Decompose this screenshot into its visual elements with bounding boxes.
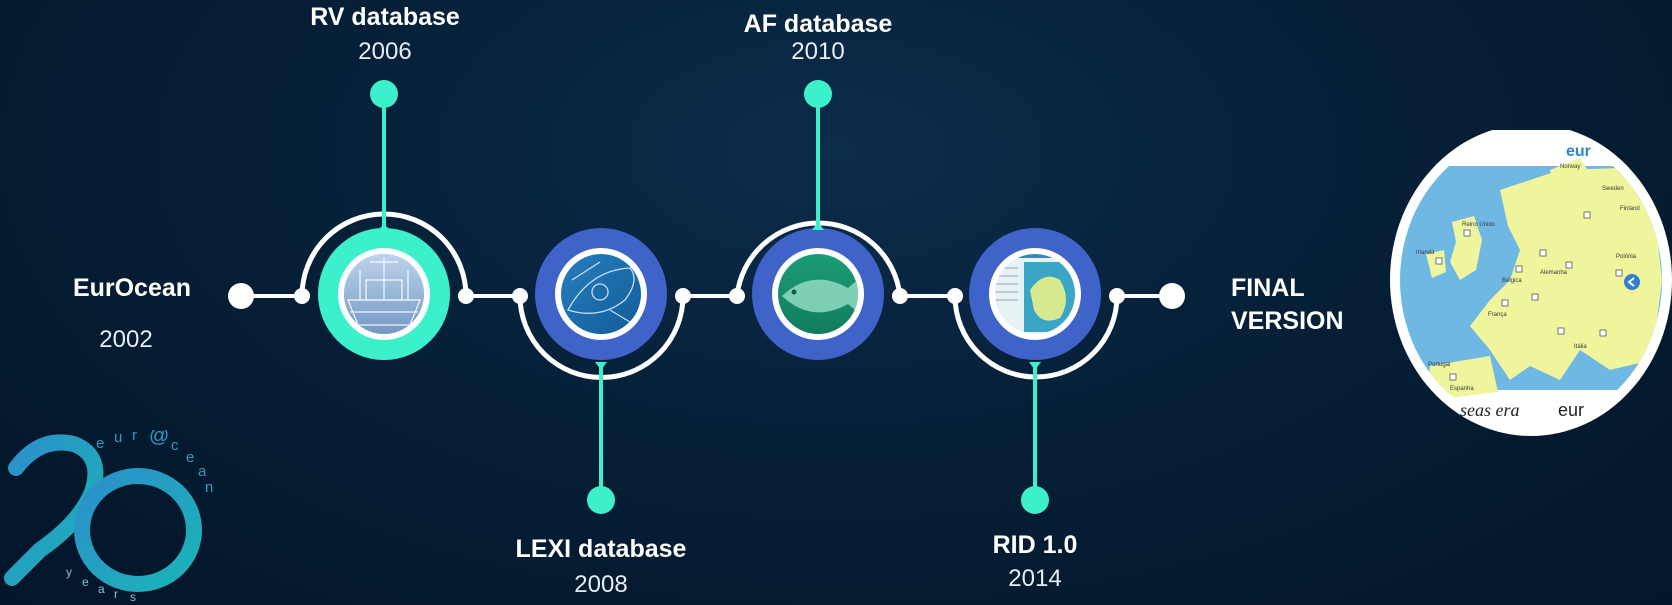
logo-years-letters: y e a r s: [66, 565, 136, 604]
rv-title: RV database: [310, 3, 460, 31]
svg-text:Sweden: Sweden: [1602, 186, 1624, 192]
logo-letter-1: u: [114, 430, 122, 446]
eurocean-year: 2002: [99, 326, 153, 353]
rid-title: RID 1.0: [992, 531, 1078, 559]
rid-year: 2014: [1008, 565, 1062, 592]
svg-text:Norway: Norway: [1560, 164, 1580, 170]
svg-text:e: e: [82, 575, 89, 589]
af-year: 2010: [791, 38, 845, 65]
lexi-title: LEXI database: [515, 535, 687, 563]
af-title: AF database: [743, 10, 893, 38]
node-af: [729, 80, 908, 360]
logo-letter-0: e: [96, 435, 104, 452]
svg-text:França: França: [1488, 312, 1507, 318]
rv-year: 2006: [358, 38, 412, 65]
ship-icon: [344, 254, 424, 334]
svg-text:Alemanha: Alemanha: [1540, 270, 1568, 276]
eurocean-title: EurOcean: [72, 274, 192, 302]
final-line-2: VERSION: [1231, 307, 1344, 335]
svg-text:y: y: [66, 565, 72, 579]
logo-arc-letters: e u r @ c e a n: [96, 430, 213, 496]
svg-text:Itália: Itália: [1574, 344, 1587, 350]
map-brand-top: eur: [1566, 143, 1591, 160]
logo-letter-4: c: [171, 437, 179, 454]
start-dot: [228, 283, 254, 309]
end-dot: [1159, 283, 1185, 309]
map-footer-eurocean: eur: [1558, 400, 1584, 420]
svg-text:s: s: [130, 590, 136, 604]
logo-number-20: [4, 434, 202, 592]
lexi-year: 2008: [574, 571, 628, 598]
svg-text:Polónia: Polónia: [1616, 254, 1637, 260]
logo-letter-3: @: [149, 430, 169, 447]
svg-text:a: a: [98, 582, 105, 596]
map-nav-arrow-icon[interactable]: [1624, 274, 1640, 290]
final-version-map: Norway Sweden Finland Irlanda Reino Unid…: [1390, 130, 1672, 436]
submarine-icon: [561, 254, 641, 334]
svg-text:Irlanda: Irlanda: [1416, 250, 1435, 256]
logo-letter-7: n: [205, 479, 213, 496]
svg-text:Reino Unido: Reino Unido: [1462, 222, 1496, 228]
svg-text:Finland: Finland: [1620, 206, 1640, 212]
svg-text:r: r: [114, 587, 118, 601]
final-line-1: FINAL: [1231, 274, 1305, 302]
svg-text:Portugal: Portugal: [1428, 362, 1450, 368]
svg-text:Espanha: Espanha: [1450, 386, 1474, 392]
logo-letter-5: e: [186, 449, 194, 466]
node-lexi: [512, 228, 691, 514]
logo-letter-6: a: [198, 463, 207, 480]
logo-letter-2: r: [132, 430, 137, 444]
eurocean-20-years-logo: e u r @ c e a n y e a r s: [4, 430, 213, 604]
node-rid: [947, 228, 1125, 514]
svg-text:Bélgica: Bélgica: [1502, 278, 1522, 284]
node-rv: [294, 80, 474, 360]
map-footer-seas-era: seas era: [1460, 400, 1520, 420]
europe-map: Norway Sweden Finland Irlanda Reino Unid…: [1400, 134, 1662, 426]
final-version-label: FINAL VERSION: [1231, 272, 1371, 338]
fish-icon: [778, 254, 858, 334]
